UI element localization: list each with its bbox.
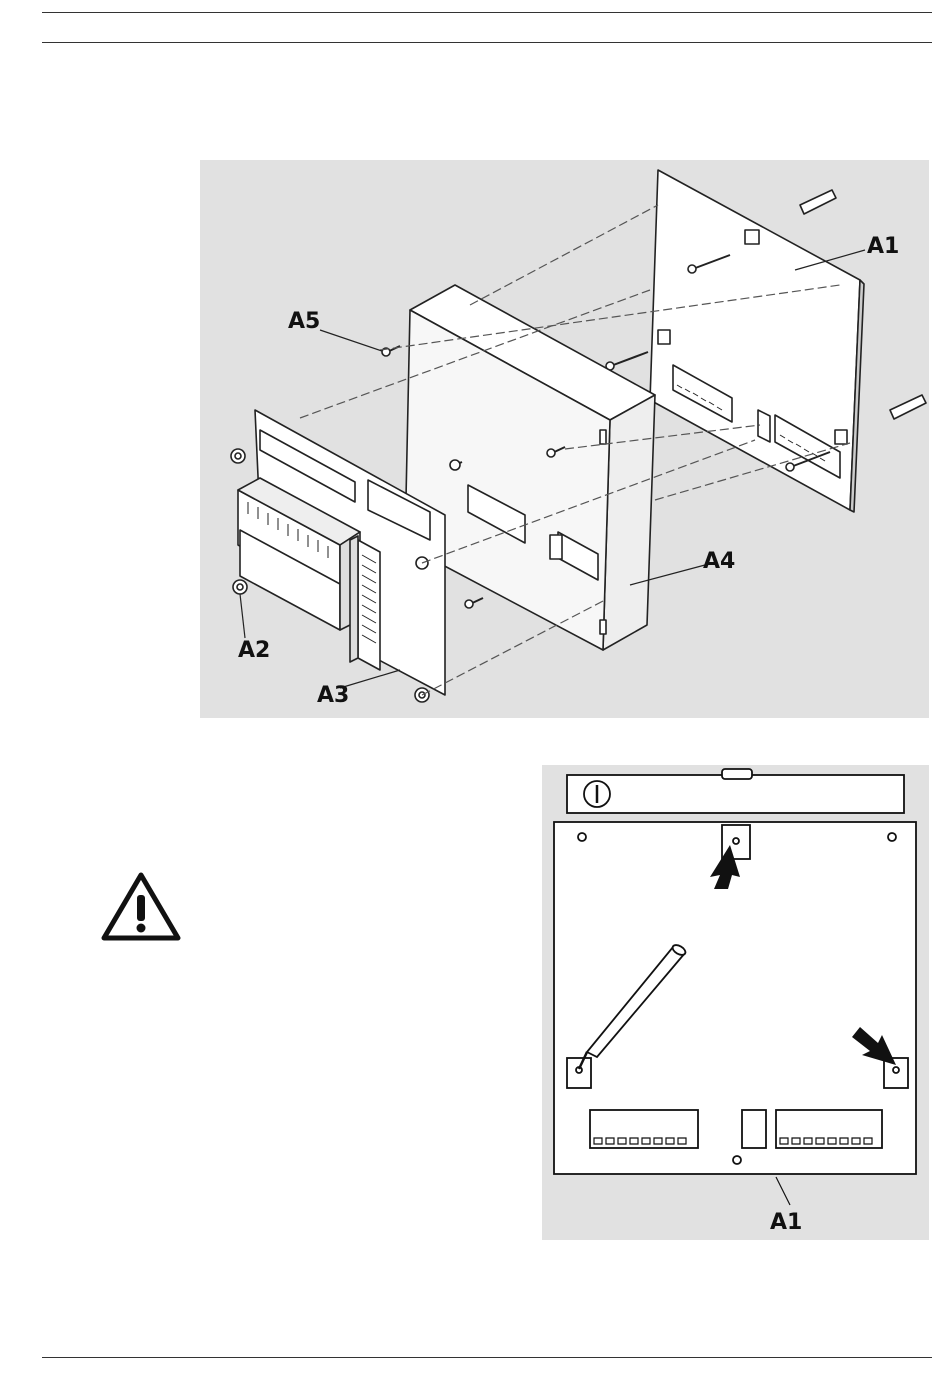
exploded-assembly-figure: A1 A5 A4 A2 A3 bbox=[200, 160, 929, 718]
top-rail bbox=[567, 775, 904, 813]
wall-plate-detail-figure: A1 bbox=[542, 765, 929, 1240]
label-a5: A5 bbox=[288, 309, 320, 334]
label-a1-detail: A1 bbox=[770, 1210, 802, 1235]
header-rule-bottom bbox=[42, 42, 932, 43]
label-a2: A2 bbox=[238, 638, 270, 663]
footer-rule bbox=[42, 1357, 932, 1358]
wall-plate-detail-drawing: A1 bbox=[542, 765, 929, 1240]
label-a1: A1 bbox=[867, 234, 899, 259]
label-a4: A4 bbox=[703, 549, 735, 574]
wall-plug bbox=[800, 190, 836, 214]
exploded-assembly-drawing: A1 A5 A4 A2 A3 bbox=[200, 160, 929, 718]
warning-triangle-icon bbox=[100, 870, 182, 946]
header-rule-top bbox=[42, 12, 932, 13]
label-a3: A3 bbox=[317, 683, 349, 708]
